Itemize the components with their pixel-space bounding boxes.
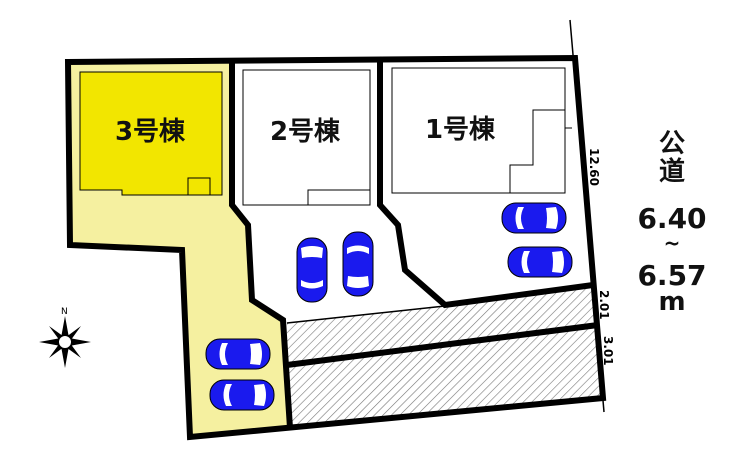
frontage-dimension: 12.60 [587,148,601,186]
lot-1-label: 1号棟 [425,115,496,145]
compass-icon: N [39,307,91,368]
road-title-2: 道 [659,156,685,187]
access-strip-1 [287,285,597,365]
compass-north-label: N [61,307,68,317]
road-width-min: 6.40 [637,202,706,235]
lot-3-label: 3号棟 [115,117,186,147]
house-2 [242,69,371,206]
strip-2-dimension: 3.01 [601,336,615,366]
strip-top-line [286,305,446,324]
lot-3-boundary [229,62,293,429]
road-width-max: 6.57 [637,259,706,292]
car-icon [501,202,567,234]
car-icon [209,379,275,411]
road-width-tilde: ~ [664,231,681,255]
site-boundary [64,54,607,441]
car-icon [507,246,573,278]
road-title-1: 公 [659,129,685,159]
house-1 [391,67,572,194]
car-icon [205,338,271,370]
strip-1-dimension: 2.01 [597,290,611,320]
lot-2-label: 2号棟 [270,117,341,147]
house-3 [79,71,223,196]
lot-1-2-boundary [377,60,594,309]
access-strip-2 [287,325,603,426]
strip-boundary [286,322,599,368]
car-icon [342,231,374,297]
car-icon [296,237,328,303]
road-width-unit: m [658,287,685,317]
